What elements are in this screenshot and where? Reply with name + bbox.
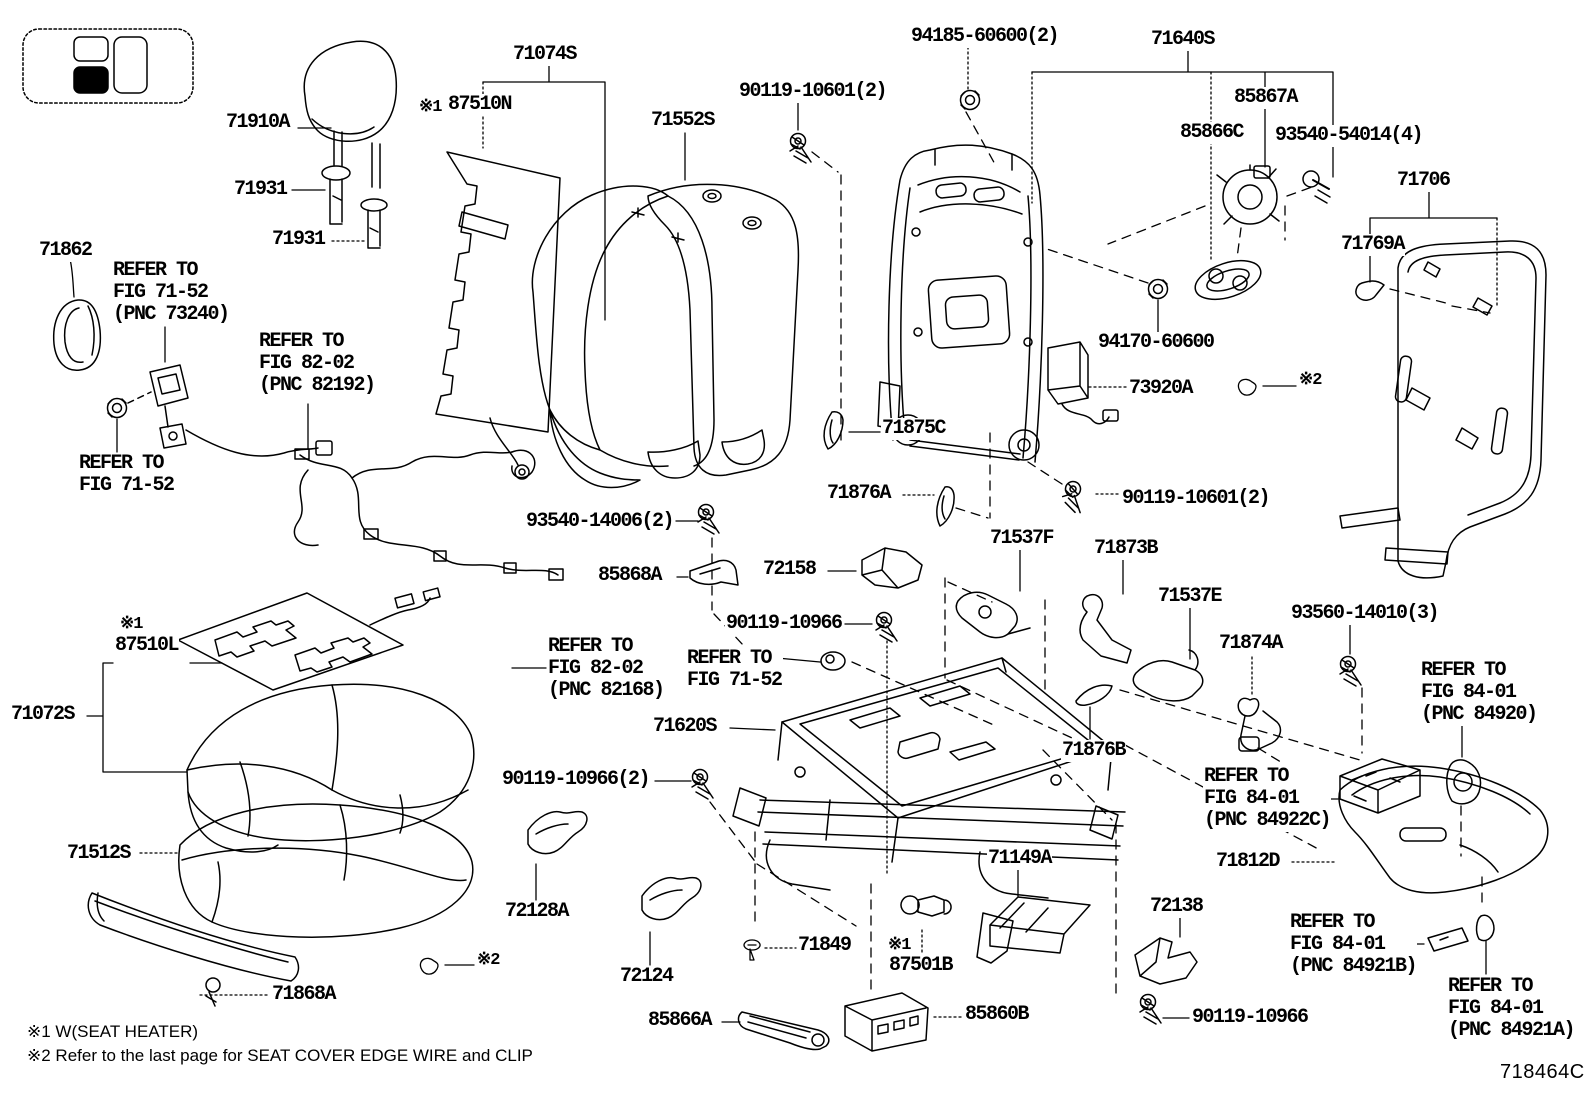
part-label-71849: 71849 <box>797 934 852 957</box>
part-label-marker-87510l: ※1 <box>119 615 143 634</box>
part-label-73920a: 73920A <box>1128 377 1194 400</box>
part-label-90119-10966-left: 90119-10966(2) <box>501 768 651 791</box>
part-label-71875c: 71875C <box>881 417 947 440</box>
part-label-71072s: 71072S <box>10 703 76 726</box>
part-label-90119-10966-mid: 90119-10966 <box>725 612 843 635</box>
recliner-brackets-drawing <box>956 592 1280 751</box>
part-label-93560-14010: 93560-14010(3) <box>1290 602 1440 625</box>
part-label-85867a: 85867A <box>1233 86 1299 109</box>
seatback-cover-drawing <box>532 184 798 487</box>
part-label-71812d: 71812D <box>1215 850 1281 873</box>
headrest-trim-drawing <box>54 300 101 370</box>
small-hardware-drawing <box>690 89 1362 687</box>
footnotes: ※1 W(SEAT HEATER) ※2 Refer to the last p… <box>27 1020 533 1068</box>
part-label-71931-lower: 71931 <box>271 228 326 251</box>
leader-lines <box>70 47 1497 1022</box>
seatback-frame-drawing <box>878 145 1043 462</box>
part-label-90119-10966-bottom: 90119-10966 <box>1191 1006 1309 1029</box>
part-label-72128a: 72128A <box>504 900 570 923</box>
part-label-marker2-left: ※2 <box>476 951 500 970</box>
part-label-90119-10601-top: 90119-10601(2) <box>738 80 888 103</box>
part-label-85868a: 85868A <box>597 564 663 587</box>
part-label-71769a: 71769A <box>1340 233 1406 256</box>
part-label-71868a: 71868A <box>271 983 337 1006</box>
part-label-71552s: 71552S <box>650 109 716 132</box>
side-shield-drawing <box>1339 759 1548 951</box>
part-label-72158: 72158 <box>762 558 817 581</box>
part-label-85866a: 85866A <box>647 1009 713 1032</box>
part-label-71512s: 71512S <box>66 842 132 865</box>
airbag-unit-drawing <box>1048 278 1169 424</box>
headrest-drawing <box>304 41 396 188</box>
part-label-71876a: 71876A <box>826 482 892 505</box>
part-label-71537e: 71537E <box>1157 585 1223 608</box>
part-label-94170-60600: 94170-60600 <box>1097 331 1215 354</box>
part-label-71876b: 71876B <box>1061 739 1127 762</box>
back-panel-drawing <box>1340 241 1546 578</box>
track-covers-drawing <box>528 768 1197 1025</box>
diagram-id: 718464C <box>1500 1061 1585 1083</box>
part-label-marker-87510n: ※1 <box>418 98 442 117</box>
part-label-71537f: 71537F <box>989 527 1055 550</box>
headrest-support-drawing <box>322 166 387 248</box>
seat-cushion-cover-drawing <box>187 684 474 852</box>
part-label-72138: 72138 <box>1149 895 1204 918</box>
part-label-marker-87501b: ※1 <box>887 936 911 955</box>
part-label-71873b: 71873B <box>1093 537 1159 560</box>
part-label-87510l: 87510L <box>114 634 180 657</box>
part-label-71149a: 71149A <box>987 847 1053 870</box>
part-label-marker2-right: ※2 <box>1298 371 1322 390</box>
part-label-71620s: 71620S <box>652 715 718 738</box>
part-label-94185-60600: 94185-60600(2) <box>910 25 1060 48</box>
part-label-71931-upper: 71931 <box>233 178 288 201</box>
bottom-electronics-drawing <box>739 896 1090 1051</box>
part-label-87510n: 87510N <box>447 93 513 116</box>
seatback-board-drawing <box>436 152 560 479</box>
part-label-93540-54014: 93540-54014(4) <box>1274 124 1424 147</box>
seat-location-icon-cells <box>74 37 147 93</box>
spiral-cable-drawing <box>1190 165 1330 307</box>
front-valance-drawing <box>88 893 298 1006</box>
part-label-93540-14006: 93540-14006(2) <box>525 510 675 533</box>
part-label-87501b: 87501B <box>888 954 954 977</box>
part-label-71862: 71862 <box>38 239 93 262</box>
seat-heater-drawing <box>178 588 440 690</box>
part-label-90119-10601-mid: 90119-10601(2) <box>1121 487 1271 510</box>
part-label-71640s: 71640S <box>1150 28 1216 51</box>
trim-pads-drawing <box>824 412 1112 706</box>
part-label-71910a: 71910A <box>225 111 291 134</box>
part-label-71706: 71706 <box>1396 169 1451 192</box>
footnote-seat-heater: ※1 W(SEAT HEATER) <box>27 1022 199 1041</box>
wiring-harness-drawing <box>294 449 563 580</box>
part-label-71874a: 71874A <box>1218 632 1284 655</box>
part-label-85866c: 85866C <box>1179 121 1245 144</box>
part-label-85860b: 85860B <box>964 1003 1030 1026</box>
part-label-72124: 72124 <box>619 965 674 988</box>
seat-cushion-pad-drawing <box>179 804 473 937</box>
part-label-71074s: 71074S <box>512 43 578 66</box>
footnote-edge-wire: ※2 Refer to the last page for SEAT COVER… <box>27 1046 533 1065</box>
construction-dashes <box>710 112 1490 998</box>
